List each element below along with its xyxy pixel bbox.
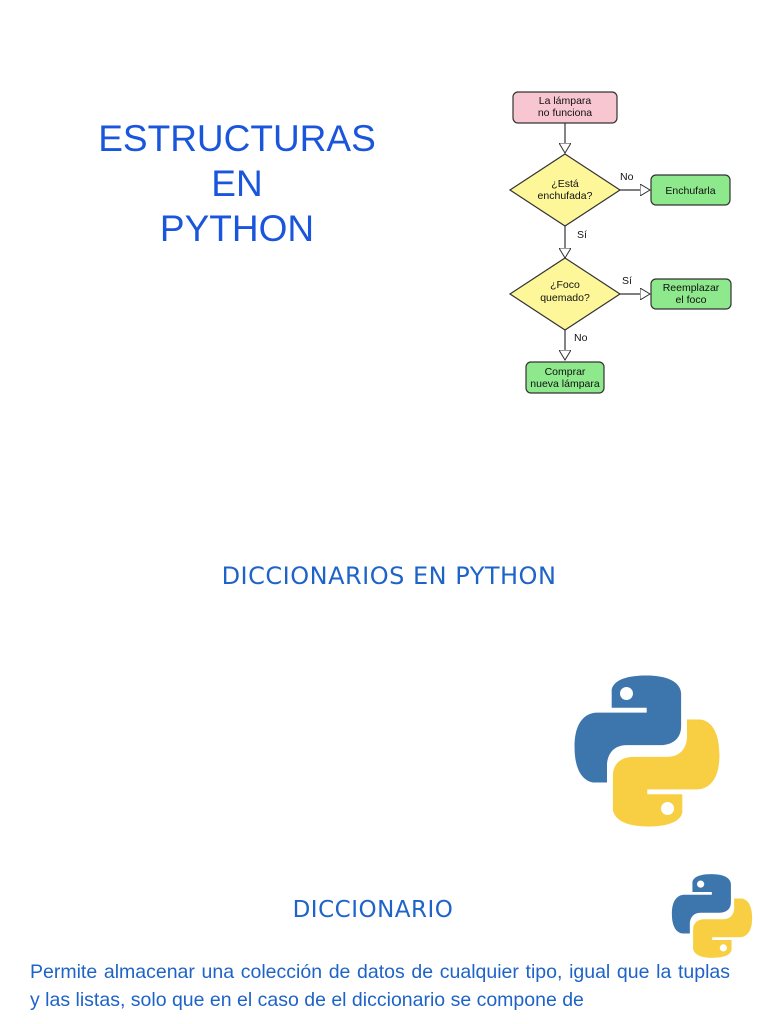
title-line-2: EN bbox=[211, 163, 263, 204]
python-logo-yellow-half bbox=[612, 719, 720, 827]
flow-label-d1-no: No bbox=[620, 171, 634, 183]
python-logo-small-blue-eye bbox=[697, 880, 705, 888]
flow-node-buy-lamp-line1: Comprar bbox=[545, 366, 586, 378]
flow-label-d1-si: Sí bbox=[577, 229, 587, 241]
flow-node-buy-lamp bbox=[525, 361, 605, 394]
flow-decision-plugged-line2: enchufada? bbox=[538, 190, 593, 202]
flow-label-d2-si: Sí bbox=[622, 275, 632, 287]
python-logo-blue-half bbox=[574, 675, 682, 783]
python-logo-small-yellow-half bbox=[693, 898, 753, 958]
python-logo-yellow-eye bbox=[661, 802, 675, 815]
flow-decision-plugged bbox=[508, 153, 622, 227]
flow-node-replace-bulb-line2: el foco bbox=[676, 294, 707, 306]
python-logo-small-yellow-eye bbox=[719, 944, 727, 952]
flow-node-plug-in-label: Enchufarla bbox=[665, 185, 715, 197]
section-subheading: DICCIONARIO bbox=[292, 897, 454, 923]
title-line-3: PYTHON bbox=[159, 208, 315, 249]
flow-node-plug-in bbox=[650, 174, 731, 206]
flow-decision-plugged-line1: ¿Está bbox=[551, 178, 579, 190]
flow-node-replace-bulb bbox=[650, 278, 732, 310]
section-heading: DICCIONARIOS EN PYTHON bbox=[221, 562, 557, 590]
body-paragraph: Permite almacenar una colección de datos… bbox=[30, 961, 730, 1011]
python-logo-blue-eye bbox=[619, 687, 633, 700]
flow-decision-bulb bbox=[508, 257, 622, 331]
flow-node-start bbox=[512, 91, 618, 124]
flow-node-start-line1: La lámpara bbox=[539, 95, 592, 107]
python-logo-small-blue-half bbox=[671, 874, 731, 934]
flowchart-diagram: La lámpara no funciona ¿Está enchufada? … bbox=[508, 91, 732, 394]
flow-label-d2-no: No bbox=[574, 332, 588, 344]
flow-decision-bulb-line1: ¿Foco bbox=[550, 279, 580, 291]
python-logo-icon bbox=[574, 675, 720, 827]
flow-decision-bulb-line2: quemado? bbox=[540, 292, 590, 304]
flow-node-replace-bulb-line1: Reemplazar bbox=[663, 282, 720, 294]
flow-node-start-line2: no funciona bbox=[538, 107, 592, 119]
python-logo-small-icon bbox=[671, 874, 753, 958]
page-title: ESTRUCTURAS EN PYTHON bbox=[72, 116, 402, 251]
flow-node-buy-lamp-line2: nueva lámpara bbox=[530, 378, 600, 390]
title-line-1: ESTRUCTURAS bbox=[98, 118, 376, 159]
